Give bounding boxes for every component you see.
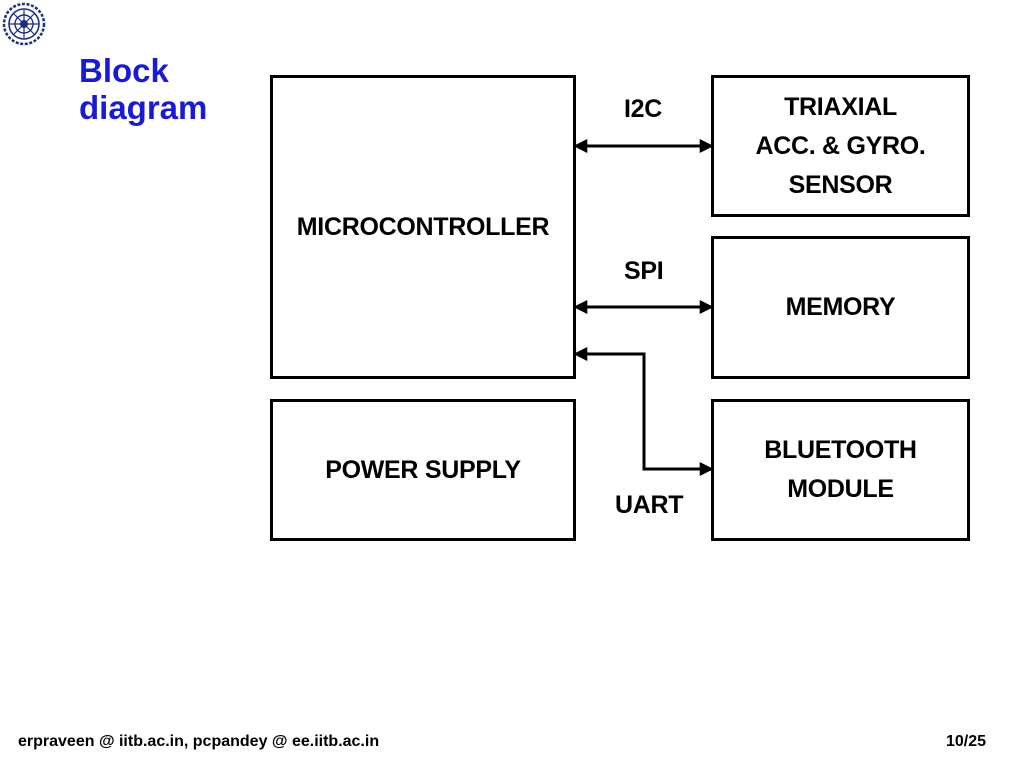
memory-label: MEMORY: [785, 293, 896, 321]
microcontroller-block: MICROCONTROLLER: [270, 75, 576, 379]
sensor-label-line-3: SENSOR: [788, 170, 893, 199]
sensor-block: TRIAXIAL ACC. & GYRO. SENSOR: [711, 75, 970, 217]
spi-label: SPI: [624, 257, 664, 285]
page-number: 10/25: [946, 733, 987, 750]
bluetooth-label-line-2: MODULE: [787, 475, 894, 503]
page-title: Block diagram: [79, 52, 207, 126]
power-supply-label: POWER SUPPLY: [325, 455, 521, 484]
power-supply-block: POWER SUPPLY: [270, 399, 576, 541]
uart-bus-arrow: [573, 347, 714, 476]
title-line-1: Block: [79, 52, 169, 89]
bluetooth-block: BLUETOOTH MODULE: [711, 399, 970, 541]
i2c-label: I2C: [624, 95, 663, 123]
microcontroller-label: MICROCONTROLLER: [296, 212, 550, 241]
sensor-label-line-1: TRIAXIAL: [784, 92, 897, 121]
footer-contacts: erpraveen @ iitb.ac.in, pcpandey @ ee.ii…: [18, 733, 380, 750]
institute-seal-logo: [2, 2, 46, 46]
title-line-2: diagram: [79, 89, 208, 126]
sensor-label-line-2: ACC. & GYRO.: [755, 131, 926, 160]
uart-label: UART: [615, 491, 684, 519]
bluetooth-label-line-1: BLUETOOTH: [764, 436, 917, 464]
memory-block: MEMORY: [711, 236, 970, 379]
